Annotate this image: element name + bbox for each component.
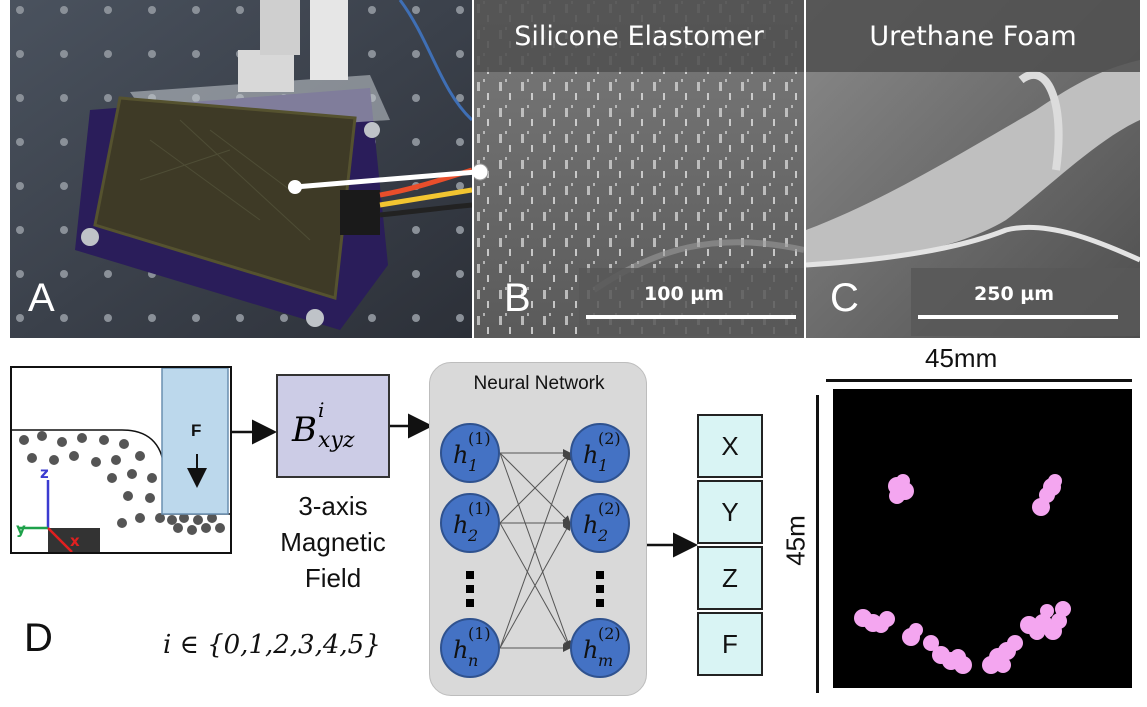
force-schematic: F z y x — [10, 366, 232, 554]
x-axis-line — [47, 527, 73, 553]
z-axis-label: z — [40, 464, 49, 482]
scalebar-label-b: 100 µm — [644, 283, 725, 305]
node-symbol: h — [453, 441, 469, 469]
field-caption-line-3: Field — [304, 563, 362, 593]
photo-sensor-board: A — [10, 0, 472, 338]
node-layer1-1: h (1) 1 — [440, 423, 500, 483]
node-subscript: m — [598, 651, 614, 670]
contact-point — [879, 611, 895, 627]
node-symbol: h — [583, 636, 599, 664]
node-symbol: h — [583, 441, 599, 469]
panel-letter-a: A — [28, 276, 55, 320]
node-superscript: (1) — [468, 499, 491, 518]
field-symbol: B — [292, 410, 317, 450]
node-subscript: 2 — [598, 526, 609, 545]
contact-location-plot — [833, 389, 1132, 688]
plot-width-rule — [826, 379, 1132, 382]
node-layer2-2: h (2) 2 — [570, 493, 630, 553]
output-z: Z — [697, 546, 763, 610]
scalebar-box-b — [579, 268, 804, 336]
contact-point — [923, 635, 939, 651]
node-superscript: (2) — [598, 499, 621, 518]
node-symbol: h — [453, 511, 469, 539]
panel-letter-c: C — [830, 276, 859, 320]
node-superscript: (1) — [468, 429, 491, 448]
scalebar-box-c — [911, 268, 1140, 336]
output-x: X — [697, 414, 763, 478]
field-caption-line-2: Magnetic — [280, 527, 386, 557]
network-edges — [499, 449, 572, 652]
node-layer1-n: h (1) n — [440, 618, 500, 678]
x-axis-label: x — [70, 532, 80, 550]
schematic-drawing — [12, 367, 230, 553]
node-layer1-2: h (1) 2 — [440, 493, 500, 553]
y-axis-label: y — [16, 520, 26, 538]
sem-silicone-image: Silicone Elastomer 100 µm B — [474, 0, 804, 338]
scalebar-line-c — [918, 315, 1118, 319]
contact-point — [1055, 601, 1071, 617]
contact-point — [1040, 604, 1054, 618]
contact-points — [854, 474, 1071, 674]
contact-point — [1048, 474, 1062, 488]
node-subscript: n — [468, 651, 479, 670]
contact-point — [896, 474, 910, 488]
panel-letter-b: B — [504, 276, 531, 320]
scalebar-label-c: 250 µm — [974, 283, 1055, 305]
sem-foam-title: Urethane Foam — [806, 0, 1140, 72]
node-subscript: 1 — [468, 456, 479, 475]
field-caption-line-1: 3-axis — [298, 491, 368, 521]
node-superscript: (1) — [468, 624, 491, 643]
plot-height-label: 45m — [780, 515, 811, 566]
index-set: i ∈ {0,1,2,3,4,5} — [163, 630, 381, 660]
field-caption: 3-axis Magnetic Field — [262, 488, 404, 596]
field-superscript: i — [318, 398, 325, 422]
contact-point — [995, 657, 1011, 673]
node-symbol: h — [583, 511, 599, 539]
magnetic-field-box: B i xyz — [276, 374, 390, 478]
contact-point — [909, 623, 923, 637]
contact-point — [950, 649, 966, 665]
network-title: Neural Network — [473, 373, 605, 394]
output-f: F — [697, 612, 763, 676]
plot-height-rule — [816, 395, 819, 693]
sensor-photo-illustration — [10, 0, 472, 338]
panel-letter-d: D — [24, 616, 53, 660]
force-label: F — [191, 421, 202, 440]
plot-width-label: 45mm — [925, 343, 998, 373]
node-layer2-1: h (2) 1 — [570, 423, 630, 483]
scalebar-line-b — [586, 315, 796, 319]
neural-network-panel: Neural Network h (1) 1 h (1) 2 h (1) n h… — [429, 362, 647, 696]
contact-point — [1032, 498, 1050, 516]
output-y: Y — [697, 480, 763, 544]
contact-point — [1007, 635, 1023, 651]
output-vector: X Y Z F — [697, 414, 763, 676]
node-superscript: (2) — [598, 429, 621, 448]
node-layer2-m: h (2) m — [570, 618, 630, 678]
field-subscript: xyz — [318, 428, 355, 453]
node-superscript: (2) — [598, 624, 621, 643]
node-symbol: h — [453, 636, 469, 664]
contact-point — [889, 488, 905, 504]
node-subscript: 2 — [468, 526, 479, 545]
node-subscript: 1 — [598, 456, 609, 475]
force-indenter — [161, 367, 229, 515]
sem-foam-image: Urethane Foam 250 µm C — [806, 0, 1140, 338]
sem-silicone-title: Silicone Elastomer — [474, 0, 804, 72]
